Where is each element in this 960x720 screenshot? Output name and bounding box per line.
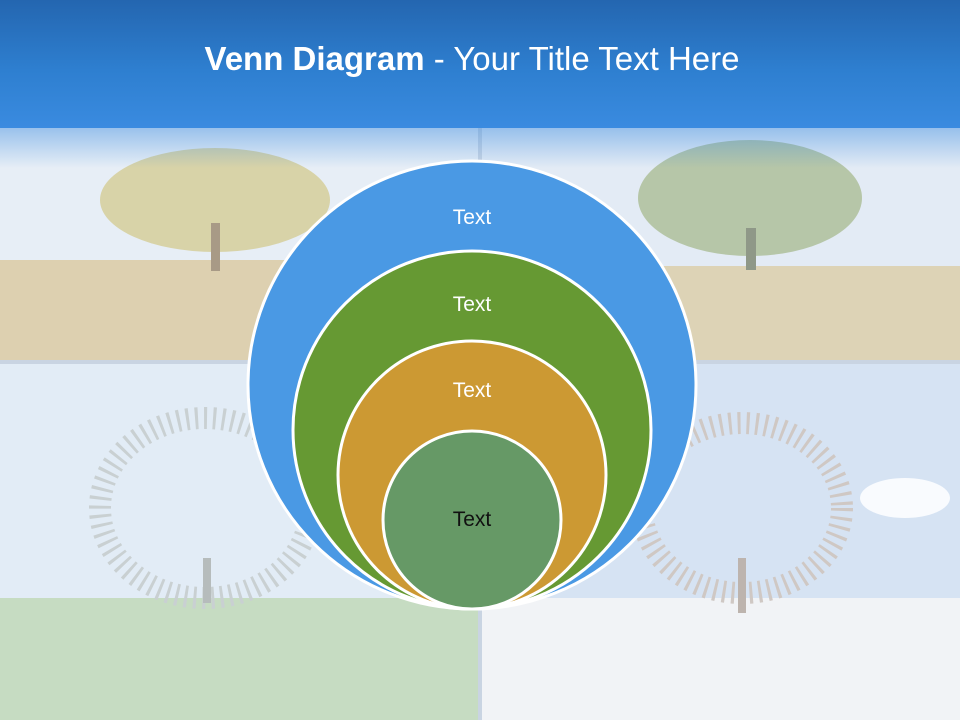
- title-bar: Venn Diagram - Your Title Text Here: [0, 0, 960, 128]
- venn-circle-1-label: Text: [453, 206, 492, 229]
- venn-circle-4-label: Text: [453, 508, 492, 531]
- title-bold: Venn Diagram: [204, 40, 425, 77]
- winter-tree-trunk: [738, 558, 746, 613]
- venn-circle-4: Text: [381, 429, 563, 611]
- autumn-tree-crown: [100, 148, 330, 252]
- slide-title: Venn Diagram - Your Title Text Here: [0, 40, 944, 78]
- title-rest: - Your Title Text Here: [424, 40, 740, 77]
- winter-cloud: [860, 478, 950, 518]
- spring-tree-trunk: [203, 558, 211, 603]
- venn-circle-2-label: Text: [453, 293, 492, 316]
- autumn-tree-trunk: [211, 223, 220, 271]
- venn-circle-3-label: Text: [453, 379, 492, 402]
- summer-tree-trunk: [746, 228, 756, 270]
- summer-tree-crown: [638, 140, 862, 256]
- venn-circle-4-shape: [381, 429, 563, 611]
